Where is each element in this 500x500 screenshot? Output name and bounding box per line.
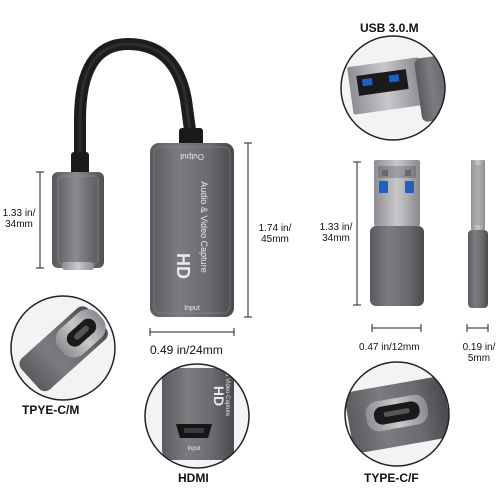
- device-input-text: Input: [184, 305, 200, 312]
- usb-adapter-front: [370, 160, 424, 306]
- dim-device-length: 1.74 in/ 45mm: [258, 223, 292, 245]
- hdmi-thumb-caption: Audio & Video Capture: [224, 356, 230, 418]
- dim-device-width: 0.49 in/24mm: [150, 343, 223, 357]
- dim-usb-thickness: 0.19 in/ 5mm: [462, 342, 496, 364]
- usb-adapter-body: [370, 226, 424, 306]
- usb-adapter-side: [468, 160, 488, 308]
- hdmi-thumb-port-text: Input: [187, 446, 201, 452]
- typec-connector: [52, 172, 104, 268]
- label-usb-male: USB 3.0.M: [360, 21, 419, 35]
- callout-typec-male: [10, 295, 116, 401]
- dim-typec-height: 1.33 in/ 34mm: [2, 208, 36, 230]
- label-typec-female: TYPE-C/F: [364, 471, 419, 485]
- device-body: [150, 143, 234, 317]
- label-hdmi: HDMI: [178, 471, 209, 485]
- hdmi-thumb-hd-text: HD: [211, 386, 227, 406]
- usb-blue-contact: [379, 181, 388, 193]
- device-title-text: Audio & Video Capture: [199, 181, 209, 272]
- dimension-lines: [36, 142, 489, 336]
- dim-usb-width: 0.47 in/12mm: [359, 342, 420, 353]
- device-output-text: Output: [179, 152, 204, 161]
- capture-device: Output Audio & Video Capture HD Input: [52, 37, 234, 317]
- callout-typec-female: [344, 361, 450, 467]
- dim-usb-height: 1.33 in/ 34mm: [319, 222, 353, 244]
- label-typec-male: TPYE-C/M: [22, 403, 80, 417]
- callout-hdmi: HD Audio & Video Capture Input: [144, 356, 250, 469]
- callout-usb-male: [340, 35, 446, 141]
- device-hd-text: HD: [173, 253, 193, 279]
